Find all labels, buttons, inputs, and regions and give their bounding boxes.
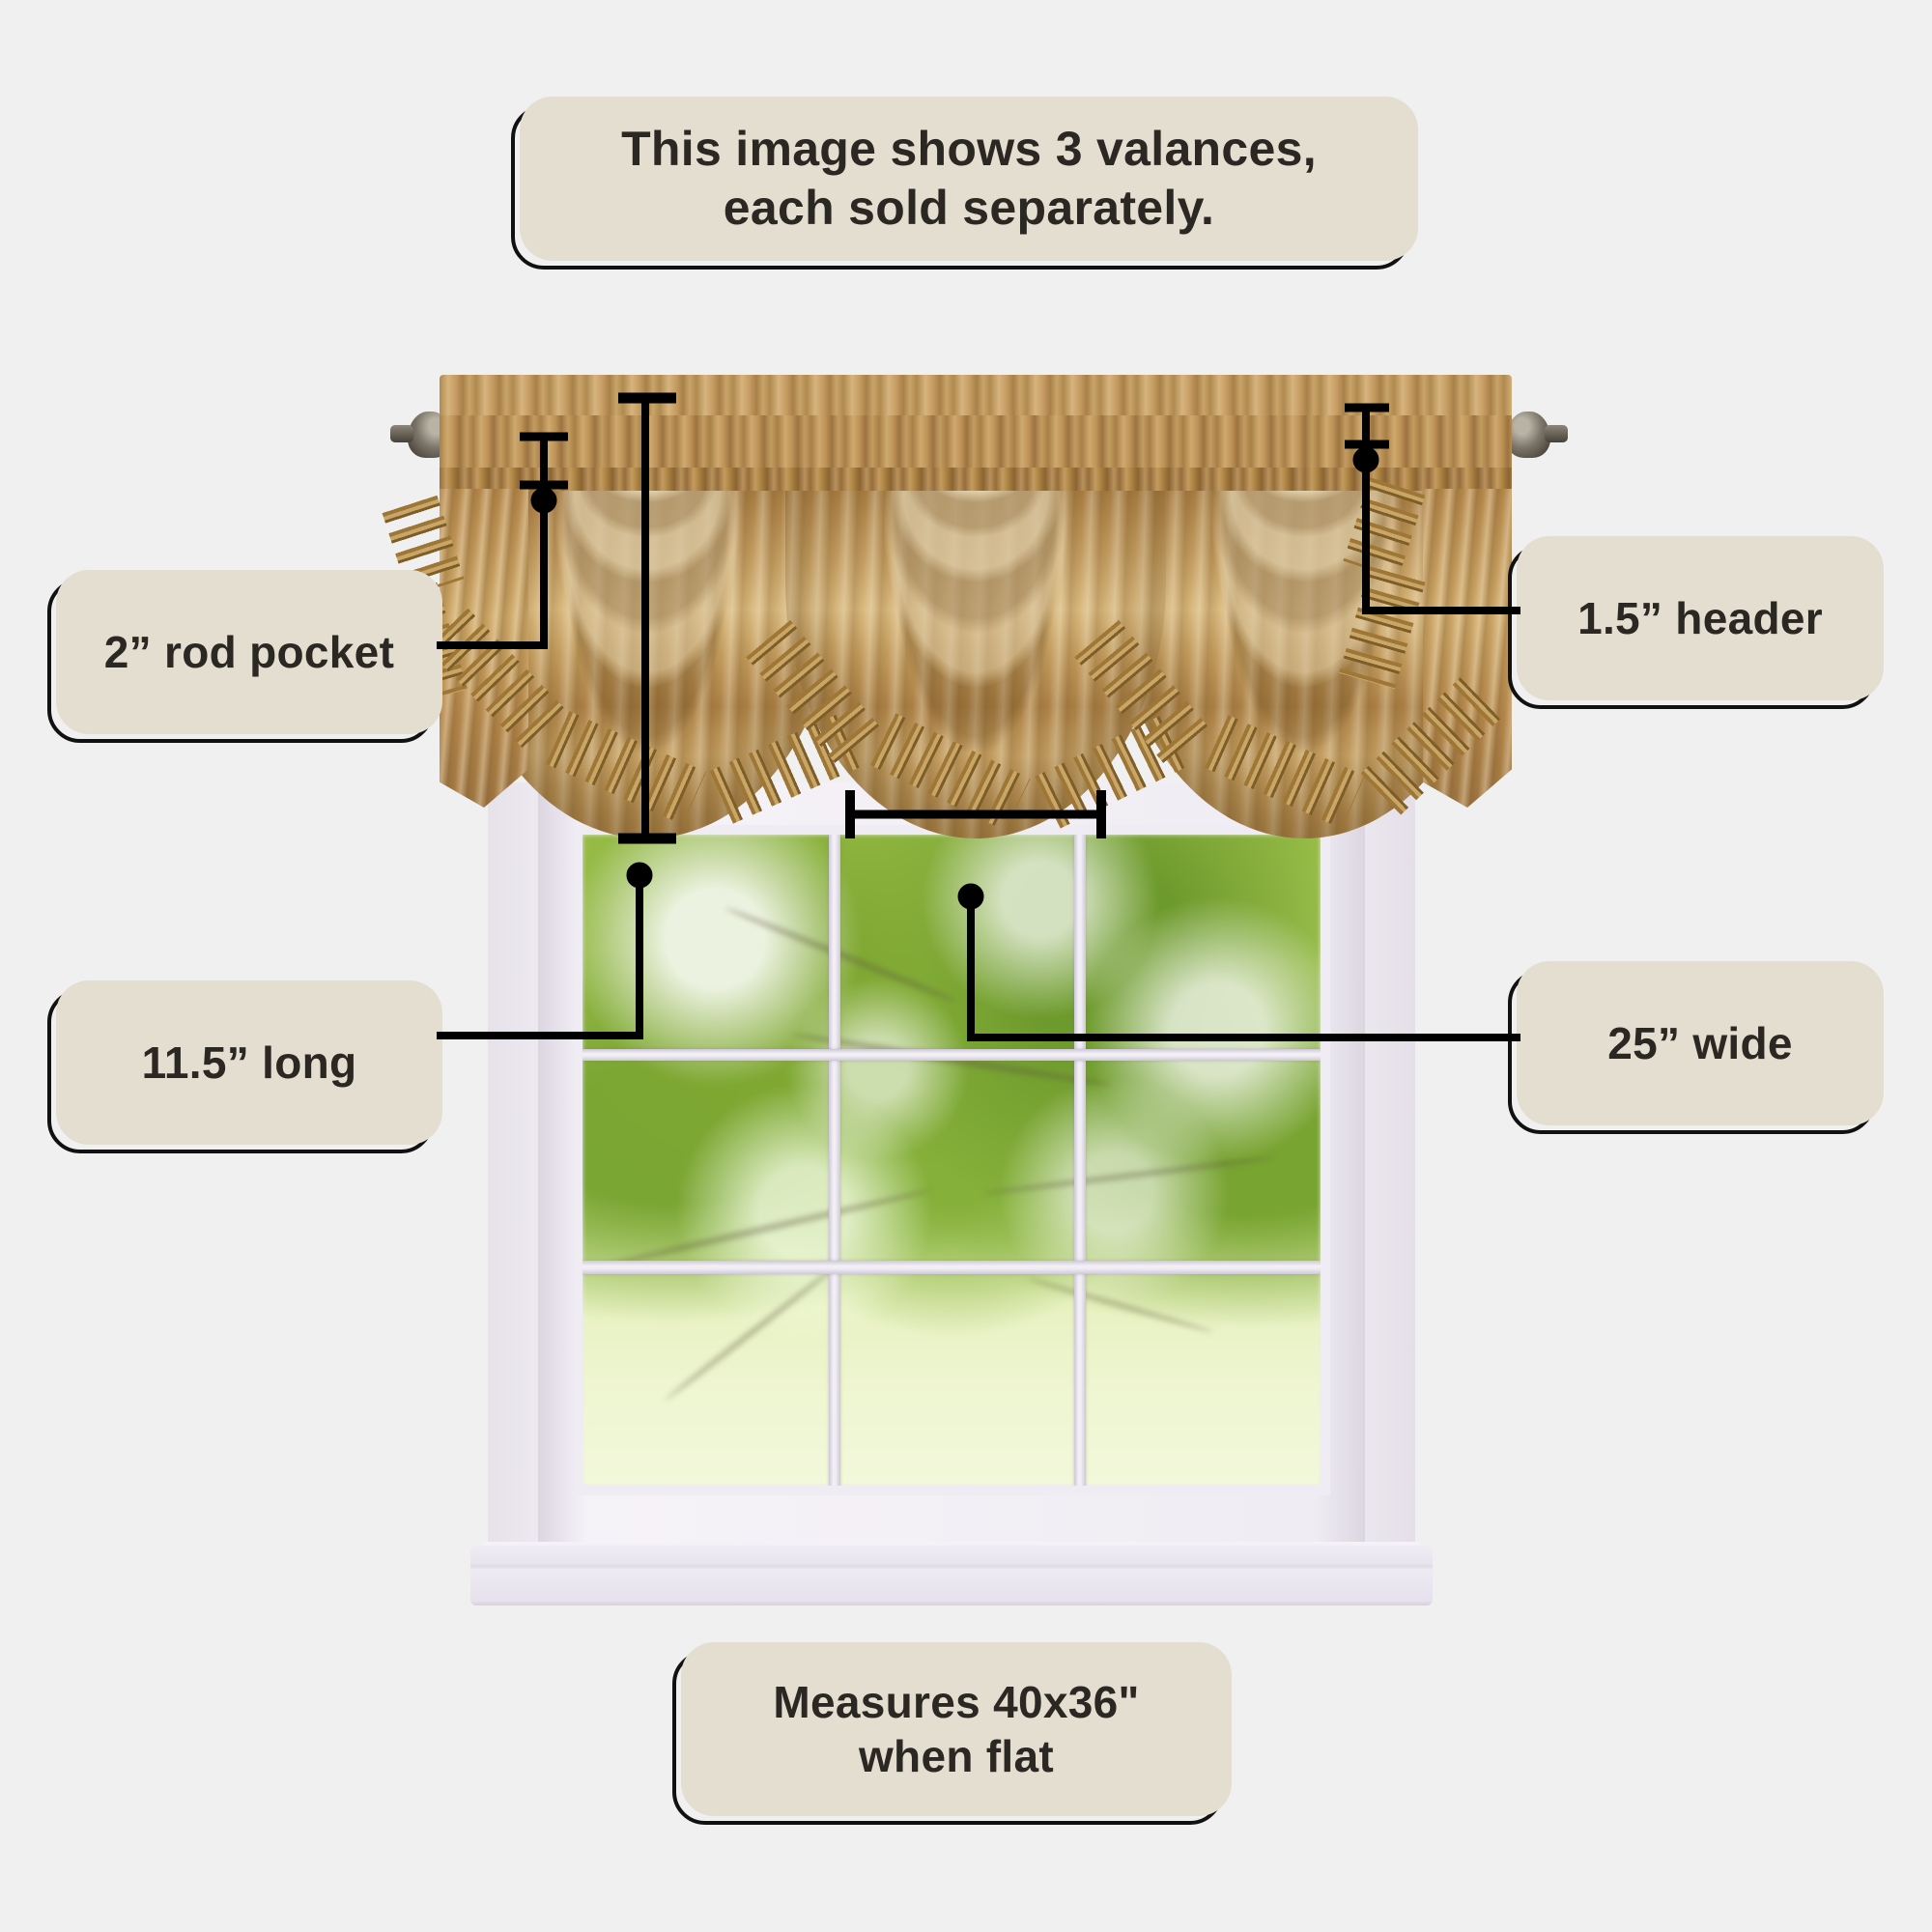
callout-text: This image shows 3 valances, each sold s…: [621, 122, 1317, 235]
finial-neck: [390, 425, 413, 442]
right-finial-icon: [1506, 408, 1568, 462]
window-mullion-vertical: [828, 835, 840, 1486]
flat-measurement-note: Measures 40x36" when flat: [672, 1642, 1232, 1825]
finial-bell: [1506, 412, 1550, 458]
window-sash-frame: [573, 825, 1330, 1495]
header-callout: 1.5” header: [1508, 536, 1884, 709]
window-assembly: [470, 782, 1433, 1605]
rod-pocket-callout: 2” rod pocket: [47, 570, 442, 743]
callout-text: 25” wide: [1607, 1017, 1793, 1068]
valance-count-note: This image shows 3 valances, each sold s…: [511, 97, 1418, 270]
width-callout: 25” wide: [1508, 961, 1884, 1134]
window-sill-apron: [470, 1546, 1433, 1605]
window-glass-foliage-view: [582, 835, 1321, 1486]
window-mullion-horizontal: [582, 1049, 1321, 1062]
callout-box: Measures 40x36" when flat: [681, 1642, 1232, 1816]
callout-text: 2” rod pocket: [103, 626, 395, 677]
callout-box: 2” rod pocket: [56, 570, 442, 734]
valance-header-band: [440, 375, 1512, 421]
callout-text: Measures 40x36" when flat: [773, 1676, 1140, 1781]
callout-box: 1.5” header: [1517, 536, 1884, 700]
window-mullion-vertical: [1074, 835, 1087, 1486]
waterfall-valance-group: [380, 375, 1512, 867]
length-callout: 11.5” long: [47, 980, 442, 1153]
window-mullion-horizontal: [582, 1261, 1321, 1275]
callout-text: 1.5” header: [1577, 592, 1823, 643]
callout-box: 11.5” long: [56, 980, 442, 1145]
finial-neck: [1545, 425, 1568, 442]
callout-text: 11.5” long: [141, 1037, 357, 1088]
callout-box: This image shows 3 valances, each sold s…: [520, 97, 1418, 261]
callout-box: 25” wide: [1517, 961, 1884, 1125]
